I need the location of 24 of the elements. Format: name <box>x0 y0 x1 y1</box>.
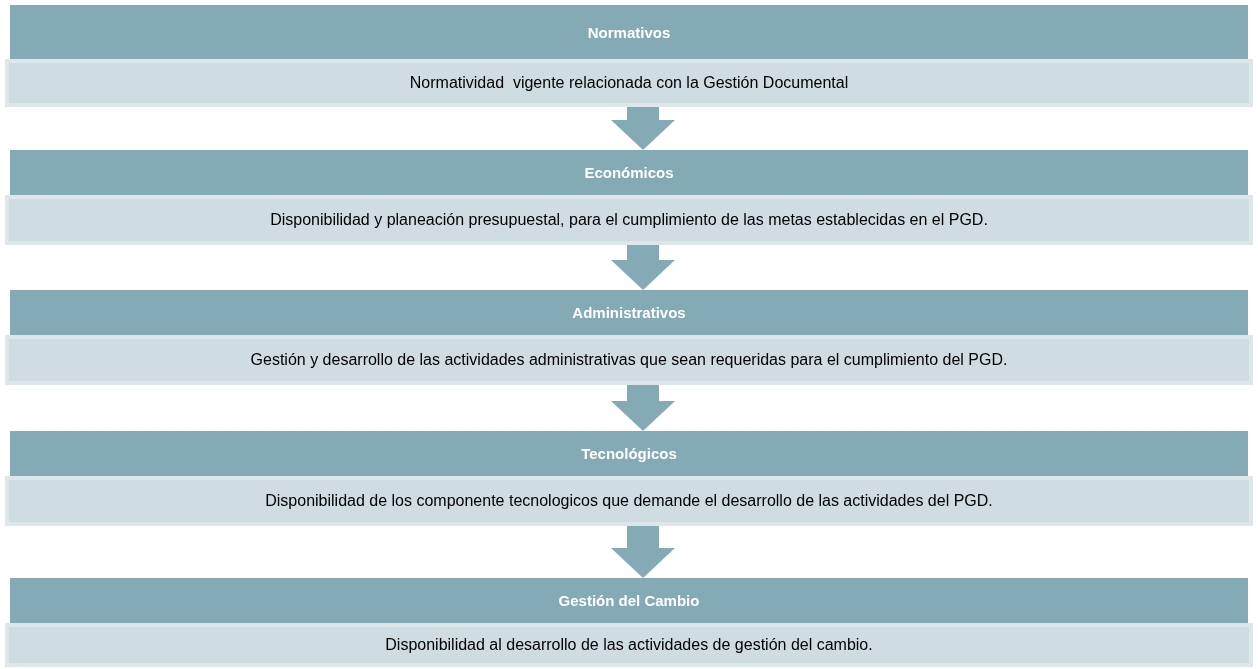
description-box <box>5 623 1253 667</box>
heading: Económicos <box>584 164 674 181</box>
header-band <box>10 290 1248 335</box>
description: Normatividad vigente relacionada con la Gestión Documental <box>409 74 849 92</box>
heading: Normativos <box>587 23 671 41</box>
description: Disponibilidad de los componente tecnologicos que demande el desarrollo de las actividades del PGD. <box>265 492 993 510</box>
description-box <box>5 195 1253 245</box>
description-box <box>5 335 1253 385</box>
heading: Tecnológicos <box>581 445 677 462</box>
description-box <box>5 476 1253 526</box>
heading: Administrativos <box>572 304 686 321</box>
header-band <box>10 431 1248 476</box>
down-arrow <box>611 526 675 578</box>
description: Disponibilidad al desarrollo de las actividades de gestión del cambio. <box>385 636 873 654</box>
down-arrow <box>611 385 675 431</box>
header-band <box>10 5 1248 59</box>
description: Disponibilidad y planeación presupuestal, para el cumplimiento de las metas establecidas en el PGD. <box>270 211 988 229</box>
down-arrow <box>611 107 675 150</box>
header-band <box>10 578 1248 623</box>
header-band <box>10 150 1248 195</box>
description: Gestión y desarrollo de las actividades administrativas que sean requeridas para el cumplimiento del PGD. <box>250 351 1008 369</box>
down-arrow <box>611 245 675 290</box>
heading: Gestión del Cambio <box>558 592 700 609</box>
description-box <box>5 59 1253 107</box>
